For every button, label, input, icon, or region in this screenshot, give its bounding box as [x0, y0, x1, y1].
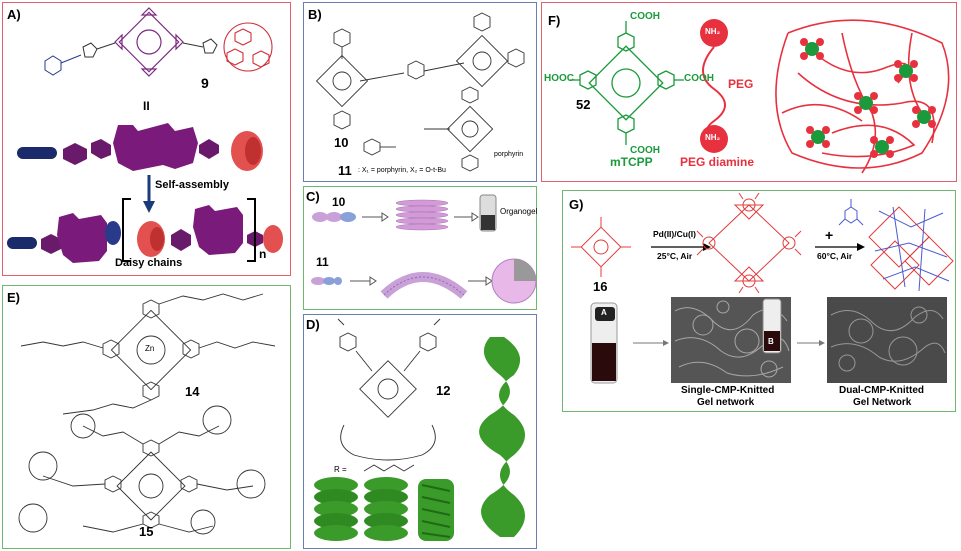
compound-10-label: 10: [334, 135, 349, 150]
panel-f-graphic: [570, 19, 950, 174]
panel-e: E): [2, 285, 291, 549]
peg-diamine-label: PEG diamine: [680, 155, 755, 169]
organogel-label: Organogel: [500, 207, 538, 216]
cooh-bottom-label: COOH: [630, 145, 660, 156]
single-cmp-caption-1: Single-CMP-Knitted: [681, 385, 775, 396]
panel-g: G): [562, 190, 956, 412]
porphyrin-label: porphyrin: [494, 151, 524, 158]
self-assembly-label: Self-assembly: [155, 179, 229, 191]
compound-11-legend: : X₁ = porphyrin, X₂ = O-t-Bu: [358, 167, 446, 174]
panel-b-label: B): [308, 7, 322, 22]
panel-g-graphic: [571, 192, 954, 384]
panel-d-graphic: [314, 318, 525, 541]
condition-2-label: 60°C, Air: [817, 251, 853, 261]
panel-f: F): [541, 2, 957, 182]
nh2-bottom-label: NH₂: [705, 133, 721, 142]
cooh-top-label: COOH: [630, 11, 660, 22]
compound-16-label: 16: [593, 279, 608, 294]
compound-11-label: 11: [316, 255, 329, 269]
panel-e-label: E): [7, 290, 20, 305]
compound-52-label: 52: [576, 97, 591, 112]
vial-a-label: A: [601, 308, 607, 317]
compound-10-label: 10: [332, 195, 346, 209]
compound-9-label: 9: [201, 75, 209, 91]
nh2-top-label: NH₂: [705, 27, 721, 36]
panel-b-graphic: [315, 12, 525, 172]
hooc-left-label: HOOC: [544, 73, 574, 84]
panel-a-graphic: [7, 7, 283, 263]
single-cmp-caption-2: Gel network: [697, 397, 755, 408]
zinc-label: Zn: [145, 344, 155, 353]
daisy-chains-caption: Daisy chains: [115, 257, 183, 269]
plus-sign: +: [825, 227, 834, 243]
r-group-label: R =: [334, 465, 347, 474]
panel-d: D) 12: [303, 314, 537, 549]
peg-label: PEG: [728, 77, 754, 91]
panel-e-graphic: [18, 293, 276, 535]
dual-cmp-caption-1: Dual-CMP-Knitted: [839, 385, 924, 396]
vial-b-label: B: [768, 337, 774, 346]
dual-cmp-caption-2: Gel Network: [853, 397, 912, 408]
condition-1-line1: Pd(II)/Cu(I): [653, 229, 696, 239]
roman-numeral-label: II: [143, 99, 150, 113]
panel-b: B) 10 11 : X₁ = porphyrin, X₂ = O-t-Bu p…: [303, 2, 537, 182]
panel-a-label: A): [7, 7, 21, 22]
panel-g-label: G): [569, 197, 584, 212]
mtcpp-label: mTCPP: [610, 155, 653, 169]
panel-f-label: F): [548, 13, 561, 28]
compound-11-label: 11: [338, 163, 352, 178]
panel-d-label: D): [306, 317, 320, 332]
condition-1-line2: 25°C, Air: [657, 251, 693, 261]
compound-12-label: 12: [436, 383, 451, 398]
panel-c-graphic: [311, 194, 537, 304]
panel-a: A): [2, 2, 291, 276]
compound-15-label: 15: [139, 524, 154, 539]
panel-c-label: C): [306, 189, 320, 204]
cooh-right-label: COOH: [684, 73, 714, 84]
panel-c: C) 10 11 Organogel: [303, 186, 537, 310]
compound-14-label: 14: [185, 384, 200, 399]
bracket-n-label: n: [259, 247, 267, 261]
